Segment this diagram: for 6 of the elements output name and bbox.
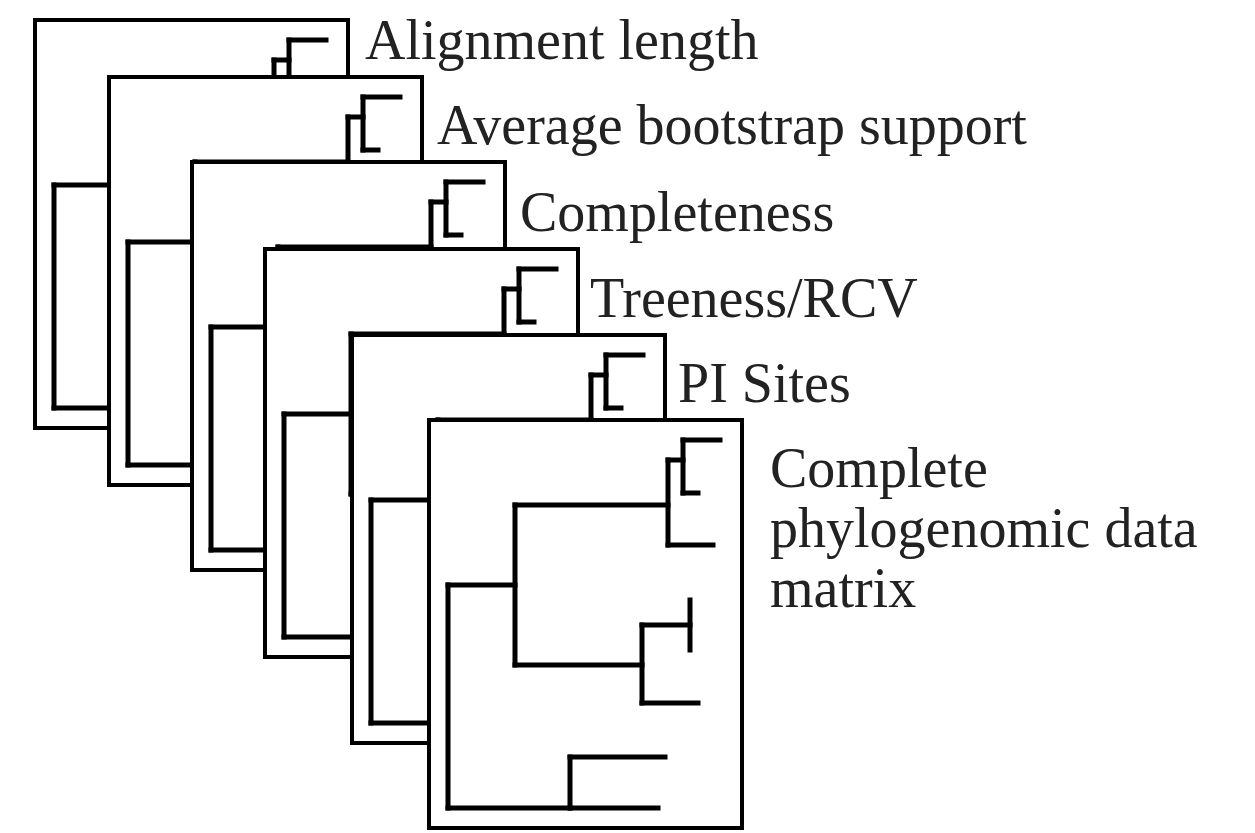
tree-label: Complete phylogenomic data matrix — [770, 438, 1199, 618]
tree-label: Treeness/RCV — [590, 268, 918, 328]
tree-label: PI Sites — [678, 353, 851, 413]
tree-label: Completeness — [520, 182, 835, 242]
tree-label: Alignment length — [365, 10, 759, 70]
tree-label: Average bootstrap support — [437, 95, 1027, 155]
